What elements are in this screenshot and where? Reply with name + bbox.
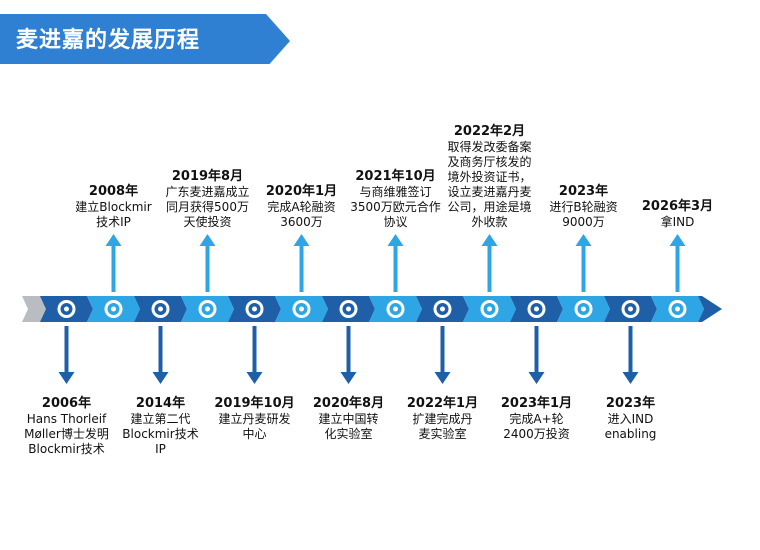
event-date: 2019年8月 [171, 169, 244, 184]
event-date: 2020年1月 [265, 184, 338, 199]
event-description: 建立第二代 Blockmir技术 IP [122, 412, 199, 456]
event-date: 2021年10月 [355, 169, 436, 184]
event-below: 2023年1月完成A+轮 2400万投资 [479, 396, 595, 442]
event-above: 2026年3月拿IND [620, 199, 736, 230]
event-date: 2020年8月 [312, 396, 385, 411]
event-description: 进入IND enabling [604, 412, 657, 441]
event-description: 扩建完成丹 麦实验室 [412, 412, 473, 441]
event-description: 进行B轮融资 9000万 [549, 200, 618, 229]
event-date: 2008年 [88, 184, 139, 199]
event-description: 建立Blockmir 技术IP [75, 200, 152, 229]
milestone-dot-icon [534, 306, 539, 312]
milestone-dot-icon [346, 306, 351, 312]
event-date: 2023年 [558, 184, 609, 199]
arrow-down-icon [340, 372, 357, 384]
arrow-up-icon [293, 234, 310, 246]
milestone-dot-icon [111, 306, 116, 312]
arrow-down-icon [622, 372, 639, 384]
milestone-dot-icon [628, 306, 633, 312]
event-below: 2022年1月扩建完成丹 麦实验室 [385, 396, 501, 442]
event-date: 2023年1月 [500, 396, 573, 411]
event-above: 2021年10月与商维雅签订 3500万欧元合作 协议 [338, 169, 454, 230]
arrow-down-icon [152, 372, 169, 384]
arrow-up-icon [387, 234, 404, 246]
arrow-down-icon [528, 372, 545, 384]
arrow-up-icon [575, 234, 592, 246]
event-date: 2019年10月 [214, 396, 295, 411]
event-date: 2026年3月 [641, 199, 714, 214]
event-description: 拿IND [660, 215, 695, 229]
arrow-down-icon [434, 372, 451, 384]
milestone-dot-icon [581, 306, 586, 312]
arrow-down-icon [246, 372, 263, 384]
milestone-dot-icon [64, 306, 69, 312]
event-description: 建立中国转 化实验室 [318, 412, 379, 441]
arrow-down-icon [58, 372, 75, 384]
event-date: 2022年1月 [406, 396, 479, 411]
arrow-up-icon [199, 234, 216, 246]
event-above: 2022年2月取得发改委备案 及商务厅核发的 境外投资证书， 设立麦进嘉丹麦 公… [432, 124, 548, 230]
event-below: 2023年进入IND enabling [573, 396, 689, 442]
event-date: 2023年 [605, 396, 656, 411]
event-description: 广东麦进嘉成立 同月获得500万 天使投资 [165, 185, 250, 229]
event-above: 2020年1月完成A轮融资 3600万 [244, 184, 360, 230]
event-date: 2006年 [41, 396, 92, 411]
event-above: 2008年建立Blockmir 技术IP [56, 184, 172, 230]
event-below: 2019年10月建立丹麦研发 中心 [197, 396, 313, 442]
milestone-dot-icon [675, 306, 680, 312]
event-date: 2022年2月 [453, 124, 526, 139]
event-description: 取得发改委备案 及商务厅核发的 境外投资证书， 设立麦进嘉丹麦 公司，用途是境 … [447, 140, 532, 229]
arrow-up-icon [669, 234, 686, 246]
milestone-dot-icon [158, 306, 163, 312]
event-description: 完成A+轮 2400万投资 [503, 412, 570, 441]
event-date: 2014年 [135, 396, 186, 411]
milestone-dot-icon [299, 306, 304, 312]
event-description: 建立丹麦研发 中心 [218, 412, 291, 441]
event-description: 完成A轮融资 3600万 [267, 200, 336, 229]
timeline-arrowhead [698, 296, 722, 322]
milestone-dot-icon [205, 306, 210, 312]
header-banner [0, 14, 290, 64]
event-below: 2020年8月建立中国转 化实验室 [291, 396, 407, 442]
arrow-up-icon [105, 234, 122, 246]
milestone-dot-icon [252, 306, 257, 312]
page-title: 麦进嘉的发展历程 [16, 28, 201, 53]
milestone-dot-icon [393, 306, 398, 312]
milestone-dot-icon [487, 306, 492, 312]
event-description: Hans Thorleif Møller博士发明 Blockmir技术 [24, 412, 109, 456]
event-above: 2019年8月广东麦进嘉成立 同月获得500万 天使投资 [150, 169, 266, 230]
event-above: 2023年进行B轮融资 9000万 [526, 184, 642, 230]
event-description: 与商维雅签订 3500万欧元合作 协议 [350, 185, 441, 229]
arrow-up-icon [481, 234, 498, 246]
milestone-dot-icon [440, 306, 445, 312]
event-below: 2014年建立第二代 Blockmir技术 IP [103, 396, 219, 457]
